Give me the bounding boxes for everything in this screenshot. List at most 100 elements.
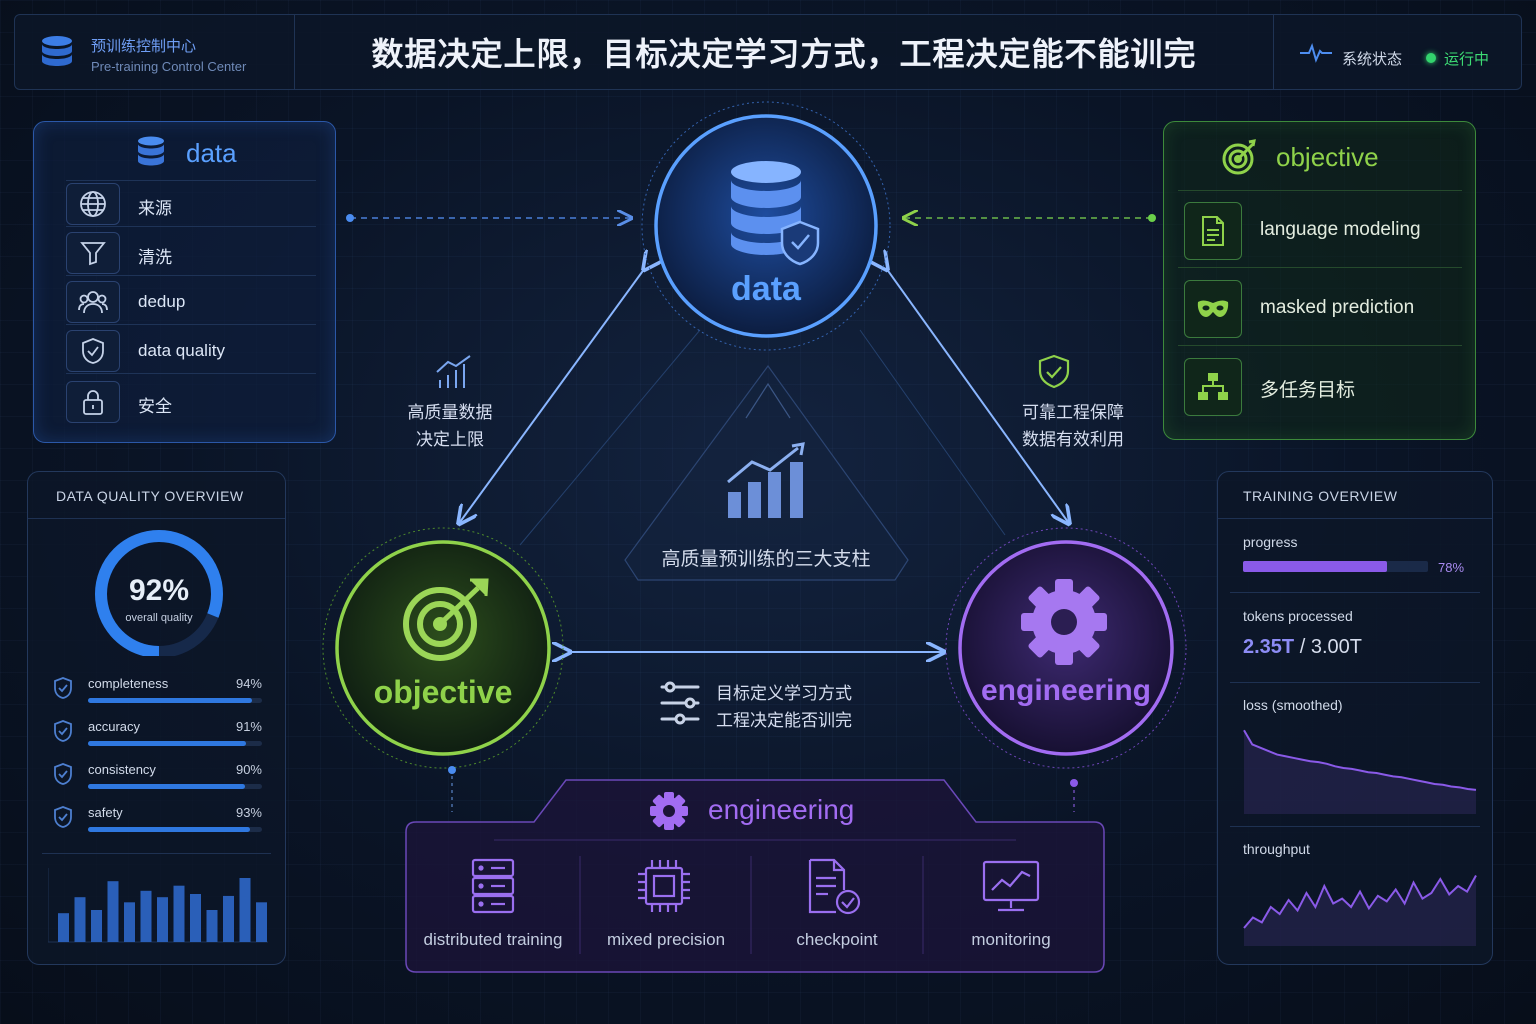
- objective-node[interactable]: [322, 527, 564, 769]
- lock-icon: [83, 390, 103, 415]
- edge-note-line: 目标定义学习方式: [716, 684, 852, 704]
- data-item-label: 安全: [138, 397, 172, 416]
- metric-track: [88, 784, 262, 789]
- filter-icon: [80, 242, 106, 266]
- histogram-bar: [239, 878, 251, 942]
- objective-item-multitask[interactable]: 多任务目标: [1178, 348, 1462, 424]
- chart-line: [1243, 875, 1477, 929]
- data-item-source[interactable]: 来源: [66, 181, 316, 227]
- overall-quality-label: overall quality: [125, 612, 193, 624]
- metric-label: completeness: [88, 676, 169, 691]
- server-icon: [471, 858, 515, 914]
- tokens-value: 2.35T / 3.00T: [1243, 636, 1362, 659]
- histogram-bar: [256, 902, 267, 942]
- histogram-bar: [91, 910, 102, 942]
- metric-track: [88, 827, 262, 832]
- metric-value: 94%: [235, 676, 262, 691]
- brand-title-zh: 预训练控制中心: [91, 37, 197, 55]
- objective-panel-title: objective: [1276, 142, 1379, 172]
- progress-fill: [1243, 561, 1388, 572]
- arrow-data-engineering: [886, 268, 1068, 522]
- objective-node-label: objective: [373, 674, 513, 710]
- data-item-quality[interactable]: data quality: [66, 328, 316, 374]
- engineering-item-precision[interactable]: mixed precision: [581, 850, 751, 960]
- histogram-bar: [74, 897, 86, 942]
- edge-note-data-engineering: 可靠工程保障 数据有效利用: [995, 400, 1151, 454]
- engineering-item-checkpoint[interactable]: checkpoint: [752, 850, 922, 960]
- edge-note-line: 高质量数据: [407, 403, 493, 423]
- engineering-panel: [405, 779, 1105, 973]
- loss-chart: [1243, 729, 1477, 814]
- shield-check-icon: [54, 806, 72, 828]
- data-item-label: 清洗: [138, 248, 172, 267]
- training-panel-title: TRAINING OVERVIEW: [1243, 488, 1398, 504]
- chart-shield-icon: [54, 763, 72, 785]
- edge-note-line: 工程决定能否训完: [716, 711, 852, 731]
- tokens-total: / 3.00T: [1299, 636, 1362, 658]
- edge-note-line: 数据有效利用: [1022, 430, 1124, 450]
- page-title: 数据决定上限，目标决定学习方式，工程决定能不能训完: [371, 35, 1197, 73]
- center-label: 高质量预训练的三大支柱: [661, 548, 871, 570]
- data-item-label: dedup: [138, 292, 186, 311]
- shield-check-icon: [1038, 354, 1070, 389]
- shield-check-icon: [54, 720, 72, 742]
- document-icon: [1202, 216, 1224, 246]
- engineering-item-monitoring[interactable]: monitoring: [926, 850, 1096, 960]
- training-panel: TRAINING OVERVIEW progress 78% tokens pr…: [1217, 471, 1493, 965]
- quality-panel-title: DATA QUALITY OVERVIEW: [56, 488, 244, 504]
- data-node[interactable]: [641, 101, 891, 351]
- objective-item-masked[interactable]: masked prediction: [1178, 270, 1462, 346]
- shield-check-icon: [82, 338, 104, 364]
- histogram-bar: [157, 897, 168, 942]
- status-label: 系统状态: [1342, 50, 1403, 68]
- metric-fill: [88, 827, 250, 832]
- pulse-icon: [1300, 43, 1332, 63]
- users-icon: [78, 291, 108, 314]
- data-item-security[interactable]: 安全: [66, 379, 316, 425]
- histogram-bar: [223, 895, 234, 942]
- engineering-item-label: distributed training: [423, 930, 563, 949]
- data-item-clean[interactable]: 清洗: [66, 230, 316, 276]
- engineering-item-label: mixed precision: [606, 930, 726, 949]
- quality-metric-completeness[interactable]: completeness 94%: [48, 676, 262, 716]
- metric-fill: [88, 698, 252, 703]
- monitor-icon: [982, 860, 1040, 912]
- gear-icon: [1021, 579, 1107, 665]
- sliders-icon: [660, 681, 700, 725]
- edge-note-objective-engineering: 目标定义学习方式 工程决定能否训完: [716, 681, 882, 735]
- edge-note-line: 可靠工程保障: [1022, 403, 1124, 423]
- system-status[interactable]: 系统状态 运行中: [1273, 15, 1521, 89]
- throughput-label: throughput: [1243, 841, 1310, 857]
- status-value: 运行中: [1444, 50, 1490, 68]
- tokens-label: tokens processed: [1243, 608, 1353, 624]
- edge-note-data-objective: 高质量数据 决定上限: [378, 400, 522, 454]
- data-panel-title: data: [186, 138, 237, 168]
- quality-metric-consistency[interactable]: consistency 90%: [48, 762, 262, 802]
- chart-area: [1244, 730, 1476, 814]
- metric-label: accuracy: [88, 719, 141, 734]
- metric-track: [88, 741, 262, 746]
- quality-gauge: [95, 530, 223, 656]
- edge-note-line: 决定上限: [416, 430, 484, 450]
- objective-item-label: language modeling: [1260, 219, 1421, 240]
- metric-fill: [88, 784, 245, 789]
- growth-chart-icon: [436, 355, 471, 388]
- brand[interactable]: 预训练控制中心 Pre-training Control Center: [15, 15, 295, 89]
- metric-label: consistency: [88, 762, 156, 777]
- data-item-dedup[interactable]: dedup: [66, 279, 316, 325]
- engineering-item-distributed[interactable]: distributed training: [406, 850, 580, 960]
- objective-panel: objective language modeling masked predi…: [1163, 121, 1476, 440]
- histogram-bar: [58, 913, 69, 942]
- quality-histogram: [48, 868, 268, 943]
- histogram-bar: [107, 881, 119, 942]
- brand-title-en: Pre-training Control Center: [91, 59, 247, 74]
- objective-item-lm[interactable]: language modeling: [1178, 192, 1462, 268]
- chart-line: [1243, 729, 1477, 791]
- target-icon: [1222, 139, 1256, 175]
- progress-value: 78%: [1438, 560, 1465, 575]
- engineering-node[interactable]: [945, 527, 1187, 769]
- metric-value: 90%: [235, 762, 262, 777]
- engineering-node-label: engineering: [980, 674, 1152, 707]
